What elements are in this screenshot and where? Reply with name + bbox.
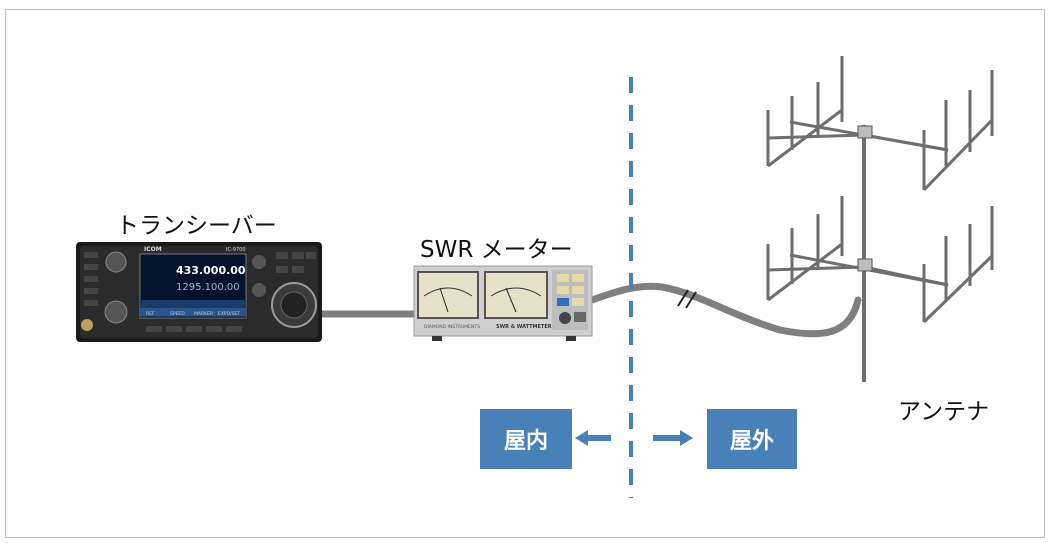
transceiver-device: [76, 242, 322, 342]
transceiver-freq-main: 433.000.00: [176, 264, 246, 277]
outdoor-box: 屋外: [707, 409, 797, 469]
antenna-label: アンテナ: [898, 399, 990, 425]
transceiver-freq-sub: 1295.100.00: [176, 282, 240, 293]
transceiver-label: トランシーバー: [116, 213, 277, 239]
swr-meter-device: [413, 265, 593, 341]
swr-meter-brand: DIAMOND INSTRUMENTS: [424, 324, 480, 330]
cable-meter-to-antenna: [588, 282, 862, 338]
arrow-left: [575, 430, 611, 446]
antenna-array: [766, 56, 994, 382]
swr-meter-label: SWR メーター: [420, 237, 573, 263]
transceiver-softkey: SPEED: [170, 311, 185, 317]
transceiver-softkey: EXPD/SET: [218, 311, 240, 317]
transceiver-softkey: REF: [146, 311, 155, 317]
arrow-right: [653, 430, 693, 446]
transceiver-model: IC-9700: [226, 247, 246, 253]
transceiver-softkey: MARKER: [194, 311, 213, 317]
swr-meter-name: SWR & WATTMETER: [496, 324, 552, 330]
transceiver-brand: ICOM: [144, 246, 162, 253]
indoor-box: 屋内: [480, 409, 572, 469]
cable-break-mark: [677, 289, 697, 309]
